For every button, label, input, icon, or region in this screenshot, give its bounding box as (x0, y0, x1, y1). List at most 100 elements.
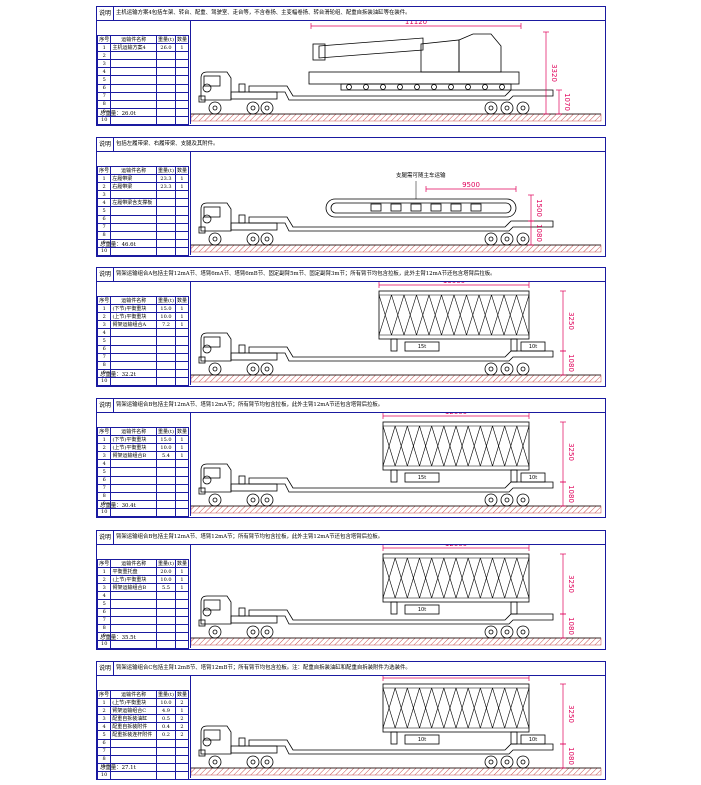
trailer-wheel-2 (500, 755, 514, 769)
row-seq: 3 (96, 190, 112, 200)
trailer-wheel-3-hub (520, 629, 526, 635)
track-roller (346, 84, 352, 90)
trailer-wheel-3-hub (520, 759, 526, 765)
row-qty (174, 246, 190, 257)
length-dimension-label: 9500 (462, 181, 480, 189)
crawler-pad (370, 203, 382, 212)
front-wheel (208, 232, 222, 246)
front-wheel (208, 625, 222, 639)
weight-header: 重量(t) (156, 295, 176, 306)
row-seq: 8 (96, 360, 112, 370)
ground-dimension-label: 1070 (563, 93, 571, 111)
row-weight (156, 599, 176, 609)
row-seq: 1 (96, 43, 112, 53)
row-name (110, 615, 158, 625)
counterweight-block-2-label: 10t (529, 475, 537, 481)
boom-lacing (480, 687, 493, 729)
front-wheel-hub (212, 497, 218, 503)
row-name (110, 770, 158, 781)
boom-lacing (467, 687, 481, 729)
height-dimension-label: 3250 (567, 312, 575, 330)
row-seq: 2 (96, 443, 112, 453)
weight-header: 重量(t) (156, 558, 176, 569)
trailer-wheel-1 (484, 101, 498, 115)
row-name (110, 360, 158, 370)
row-weight (156, 368, 176, 378)
row-qty (174, 738, 190, 748)
row-name (110, 214, 158, 224)
tractor-cab (200, 332, 232, 362)
row-weight: 0.2 (156, 730, 176, 740)
table-header-row: 序号 运输件名称 重量(t) 数量 (96, 689, 190, 700)
row-name: (上节)平衡重块 (110, 575, 158, 585)
ground-dimension-label: 1080 (567, 485, 575, 503)
row-seq: 10 (96, 507, 112, 518)
row-seq: 4 (96, 67, 112, 77)
row-name: (上节)平衡重块 (110, 698, 158, 708)
row-name (110, 344, 158, 354)
boom-lacing (467, 425, 481, 467)
boom-lacing (516, 294, 530, 336)
row-weight (156, 467, 176, 477)
boom-support-left (390, 731, 398, 745)
drive-wheel-2-hub (264, 105, 270, 111)
row-qty: 1 (174, 174, 190, 184)
seq-header: 序号 (96, 689, 112, 700)
trailer-wheel-3 (516, 232, 530, 246)
panel-header: 说明 臂架运输组合C包括主臂12mB节、塔臂12mB节；所有臂节均包含拉板。注：… (97, 662, 605, 676)
row-name (110, 623, 158, 633)
row-name (110, 91, 158, 101)
row-name (110, 328, 158, 338)
row-weight (156, 591, 176, 601)
table-header-row: 序号 运输件名称 重量(t) 数量 (96, 295, 190, 306)
panel-description: 主机运输方案4包括车架、转台、配重、驾驶室、走台等，不含卷扬、主变幅卷扬、转台滑… (116, 10, 411, 16)
row-qty: 1 (174, 182, 190, 192)
drive-wheel-2 (260, 755, 274, 769)
row-qty (174, 770, 190, 781)
table-row: 4 (96, 591, 190, 601)
row-name (110, 738, 158, 748)
table-row: 3 (96, 190, 190, 200)
row-weight (156, 51, 176, 61)
outrigger-note: 支腿需可随主车运输 (396, 171, 446, 179)
boom-support-right (510, 469, 518, 483)
qty-header: 数量 (174, 426, 190, 437)
drive-wheel-2-hub (264, 236, 270, 242)
name-header: 运输件名称 (110, 558, 158, 569)
trailer-wheel-2-hub (504, 366, 510, 372)
drive-wheel-2 (260, 101, 274, 115)
cab-lamp (198, 95, 206, 103)
row-weight: 10.0 (156, 575, 176, 585)
row-weight (156, 746, 176, 756)
row-qty (174, 368, 190, 378)
row-name (110, 83, 158, 93)
boom-lacing (419, 687, 432, 729)
row-name: 臂架运输组合C (110, 706, 158, 716)
counterweight-block-1 (404, 472, 440, 483)
row-seq: 2 (96, 575, 112, 585)
row-name: 配重拆装连杆附件 (110, 730, 158, 740)
row-name (110, 206, 158, 216)
row-seq: 3 (96, 320, 112, 330)
desc-label: 说明 (97, 138, 114, 151)
boom-lacing (455, 425, 469, 467)
fifth-wheel (238, 607, 246, 617)
boom-lacing (443, 557, 457, 599)
drive-wheel-2 (260, 625, 274, 639)
counterweight-block-1-label: 10t (418, 607, 426, 613)
counterweight-block-1 (404, 734, 440, 745)
crawler-pad (450, 203, 462, 212)
boom-lacing (394, 425, 408, 467)
desc-label: 说明 (97, 399, 114, 412)
counterweight-block-1 (404, 604, 440, 615)
trailer-wheel-3-hub (520, 236, 526, 242)
row-seq: 5 (96, 206, 112, 216)
